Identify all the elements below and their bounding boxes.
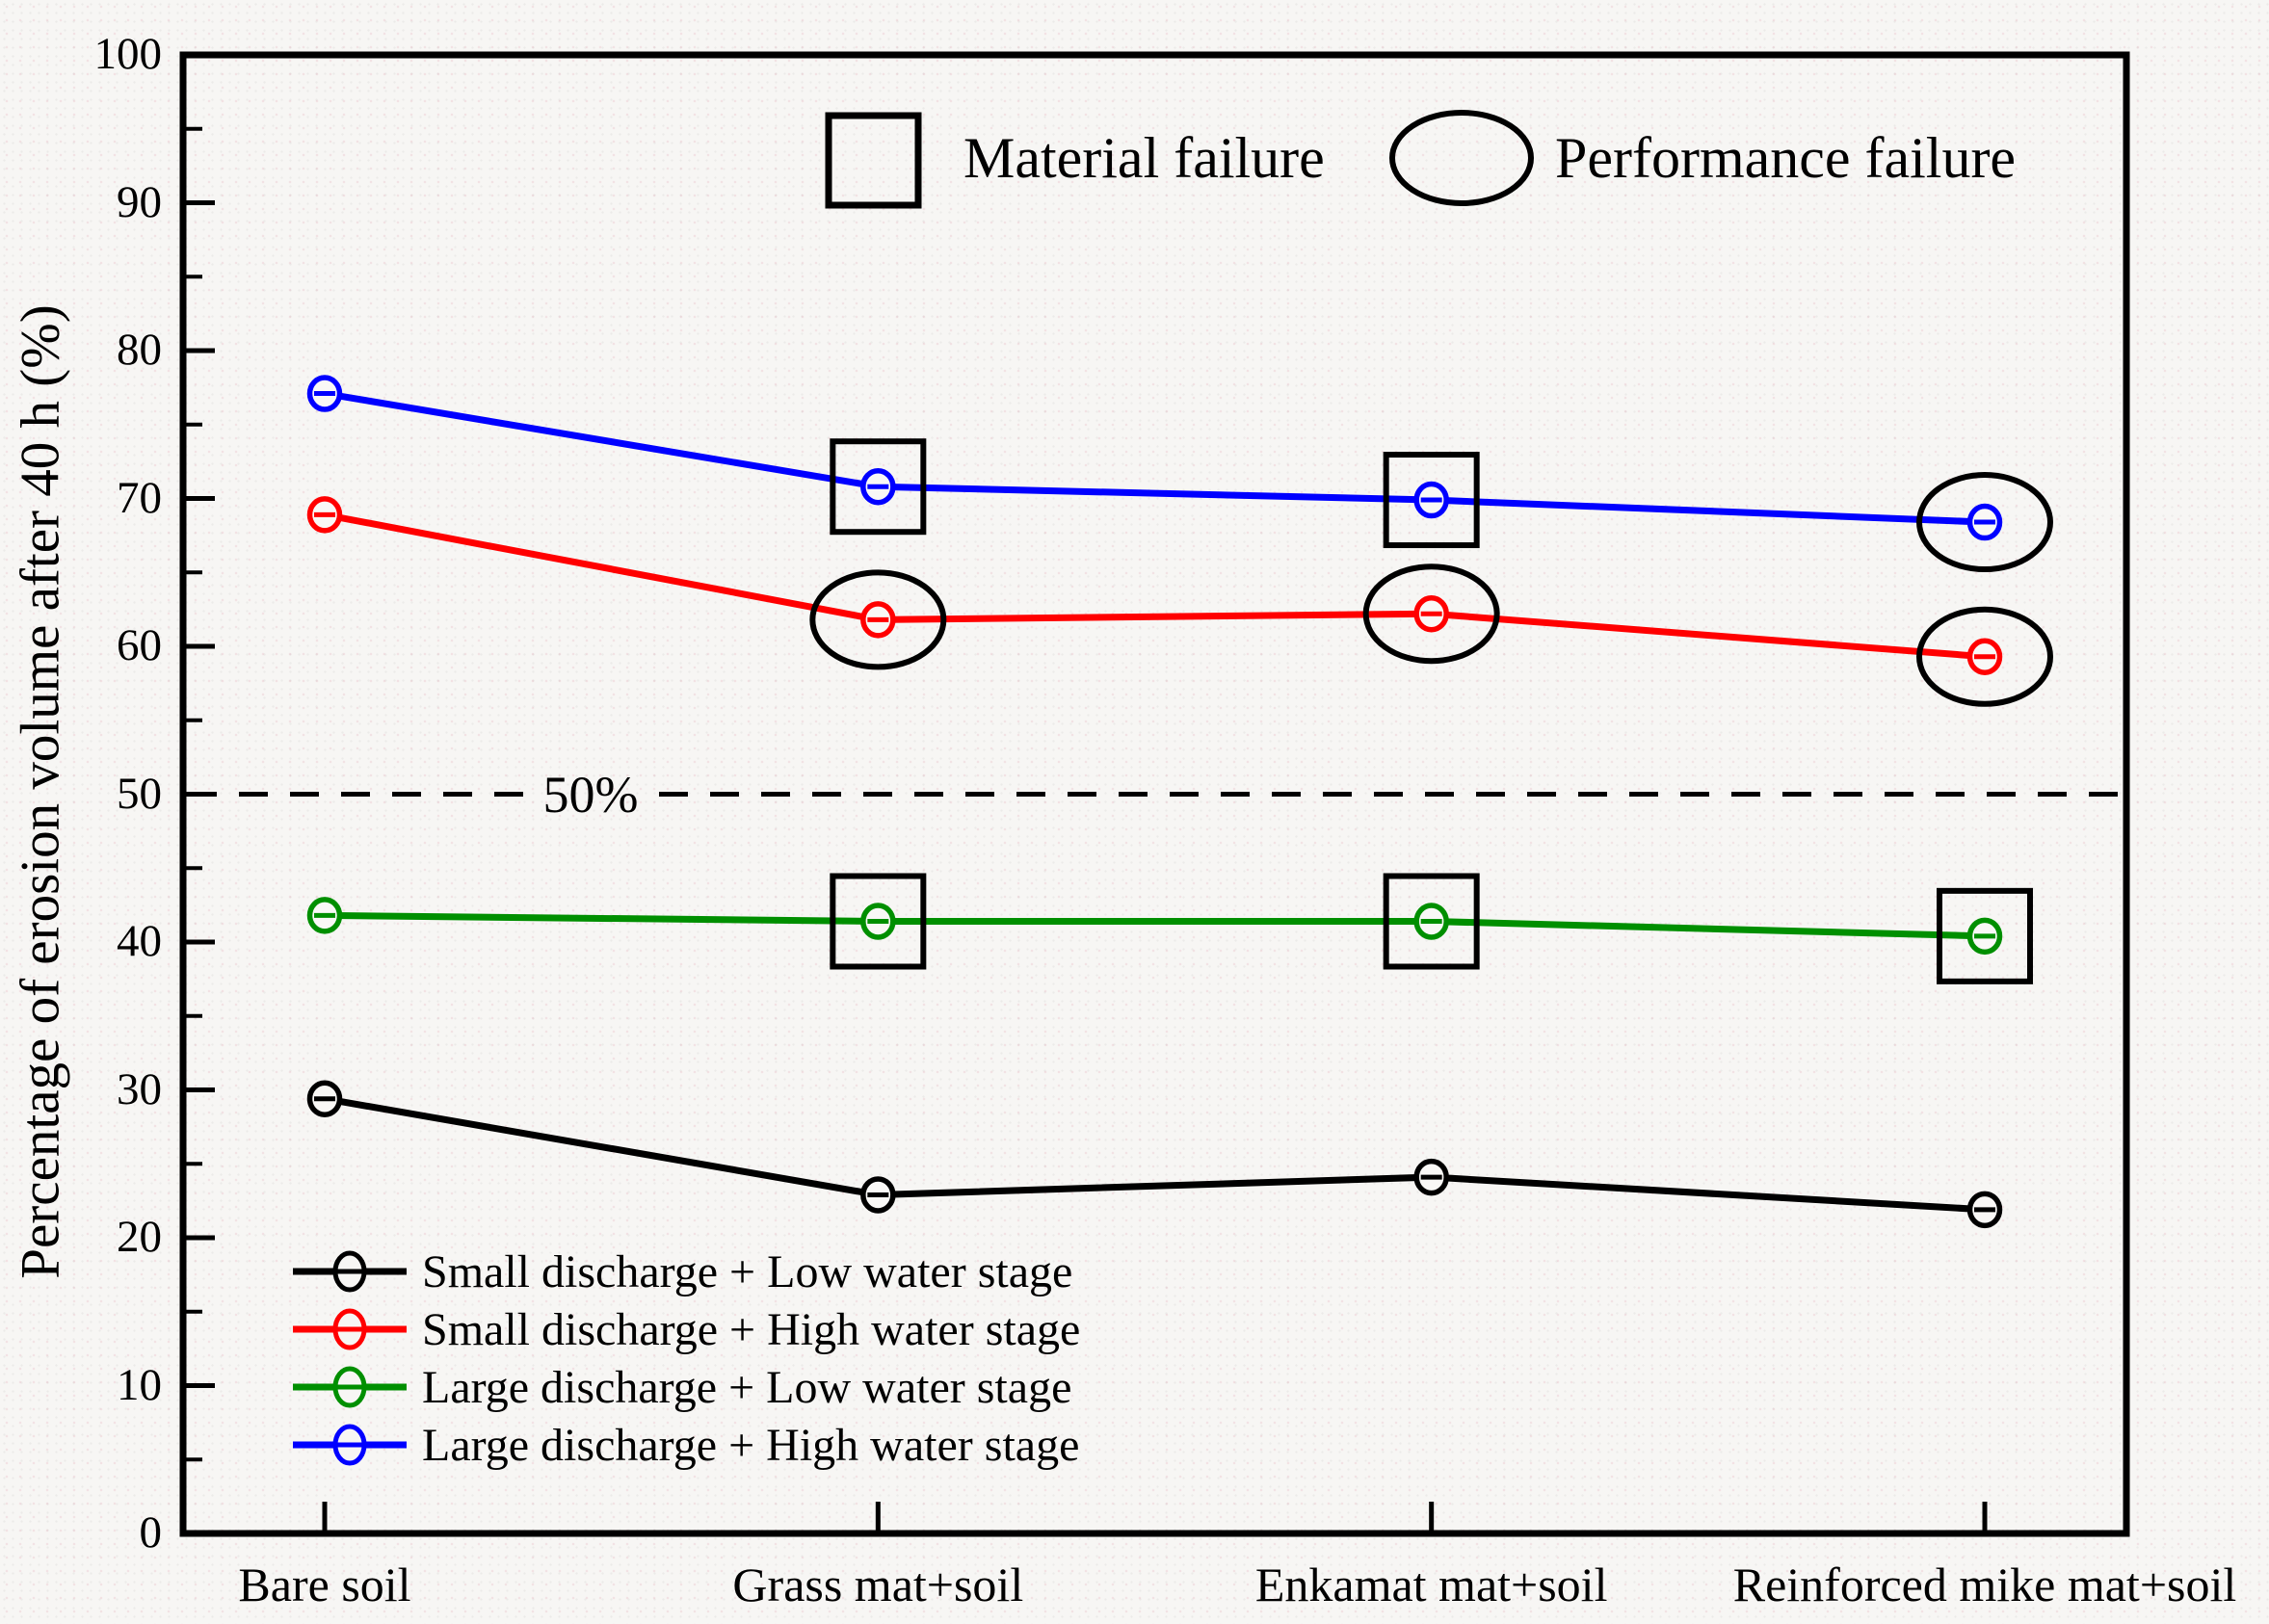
y-tick-label: 30 xyxy=(117,1063,162,1114)
material-failure-outline xyxy=(830,438,927,536)
legend-label: Large discharge + Low water stage xyxy=(422,1361,1072,1413)
legend-row: Small discharge + High water stage xyxy=(291,1300,1080,1358)
material-failure-outline xyxy=(1937,887,2033,984)
series-line xyxy=(324,1095,1986,1214)
series-marker-icon xyxy=(293,1424,407,1466)
material-failure-label: Material failure xyxy=(963,126,1325,191)
y-tick-label: 20 xyxy=(117,1211,162,1262)
y-tick-label: 90 xyxy=(117,176,162,227)
y-tick-label: 60 xyxy=(117,619,162,670)
material-failure-outline xyxy=(1383,452,1480,549)
performance-failure-outline xyxy=(1916,472,2053,573)
x-category-label: Enkamat mat+soil xyxy=(1254,1558,1608,1611)
legend-label: Small discharge + High water stage xyxy=(422,1303,1081,1355)
series-legend: Small discharge + Low water stage Small … xyxy=(291,1243,1080,1474)
series-marker-icon xyxy=(293,1308,407,1350)
y-tick-label: 40 xyxy=(117,915,162,966)
y-tick-label: 80 xyxy=(117,324,162,375)
y-tick-label: 10 xyxy=(117,1359,162,1410)
material-failure-glyph xyxy=(825,112,922,209)
legend-label: Small discharge + Low water stage xyxy=(422,1245,1073,1297)
series-line xyxy=(324,511,1986,661)
legend-row: Large discharge + High water stage xyxy=(291,1416,1080,1474)
series-line xyxy=(324,911,1986,940)
y-tick-label: 70 xyxy=(117,472,162,523)
plot-frame xyxy=(179,51,2130,1537)
x-category-label: Reinforced mike mat+soil xyxy=(1732,1558,2237,1611)
legend-row: Large discharge + Low water stage xyxy=(291,1358,1080,1416)
performance-failure-glyph xyxy=(1389,110,1534,206)
series-marker-icon xyxy=(293,1366,407,1408)
material-failure-outline xyxy=(1383,873,1480,970)
material-failure-outline xyxy=(830,873,927,970)
performance-failure-outline xyxy=(809,569,947,670)
legend-label: Large discharge + High water stage xyxy=(422,1419,1080,1471)
y-tick-label: 50 xyxy=(117,768,162,819)
x-category-label: Bare soil xyxy=(238,1558,411,1611)
reference-line-label: 50% xyxy=(542,765,639,824)
performance-failure-outline xyxy=(1916,606,2053,707)
y-tick-label: 0 xyxy=(139,1506,163,1558)
y-tick-label: 100 xyxy=(93,28,163,79)
x-category-label: Grass mat+soil xyxy=(732,1558,1024,1611)
performance-failure-outline xyxy=(1362,563,1500,665)
performance-failure-label: Performance failure xyxy=(1555,126,2017,191)
y-axis-title: Percentage of erosion volume after 40 h … xyxy=(10,304,71,1279)
series-line xyxy=(324,390,1986,526)
series-marker-icon xyxy=(293,1250,407,1293)
legend-row: Small discharge + Low water stage xyxy=(291,1243,1080,1300)
